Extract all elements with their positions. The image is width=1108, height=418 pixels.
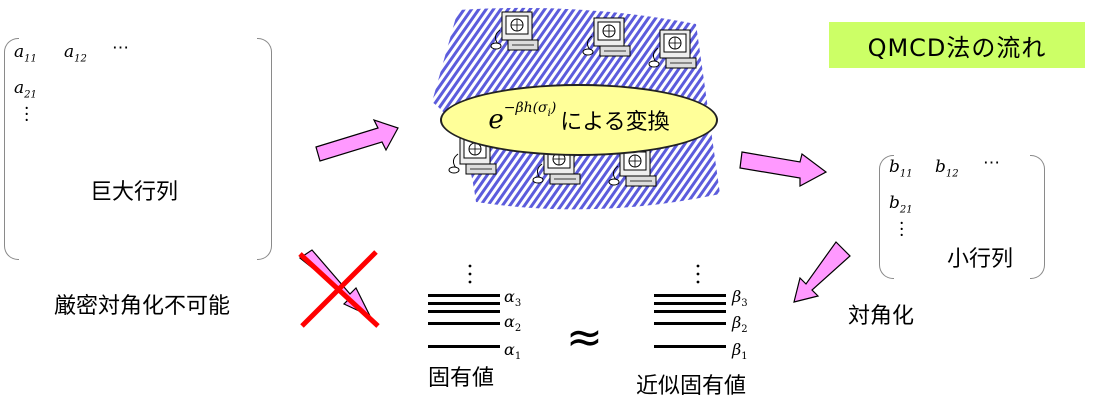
eigen-label: α1 (504, 340, 522, 363)
eigen-level (428, 345, 500, 348)
matrix-entry: b11 (889, 157, 913, 180)
arrow-icon (793, 241, 851, 303)
horizontal-ellipsis: ⋯ (983, 153, 1000, 173)
transform-ellipse (440, 84, 718, 156)
title-badge: QMCD法の流れ (829, 22, 1085, 68)
approx-symbol: ≈ (566, 312, 603, 363)
vertical-ellipsis: ··· (899, 214, 905, 246)
eigen-level (428, 302, 500, 305)
eigen-level (654, 310, 726, 313)
large-matrix: a11 a12 ⋯ a21 ··· 巨大行列 (4, 38, 272, 260)
matrix-entry: a12 (64, 42, 87, 65)
eigen-level (428, 322, 500, 325)
boltzmann-factor: e−βh(σi) (488, 100, 557, 135)
small-matrix: b11 b12 ⋯ b21 ··· 小行列 (879, 153, 1045, 279)
eigen-label: β2 (732, 313, 748, 336)
diagonalize-label: 対角化 (848, 304, 915, 329)
vertical-ellipsis: ··· (24, 99, 30, 131)
cross-icon (298, 250, 380, 328)
eigenvalues-label: 固有値 (428, 366, 495, 391)
eigen-level (654, 294, 726, 297)
arrow-icon (739, 151, 828, 188)
matrix-entry: a21 (14, 78, 37, 101)
matrix-entry: b12 (935, 157, 959, 180)
small-matrix-caption: 小行列 (947, 247, 1014, 272)
diagram-title: QMCD法の流れ (867, 33, 1047, 62)
matrix-entry: b21 (889, 193, 913, 216)
horizontal-ellipsis: ⋯ (112, 38, 129, 58)
vertical-ellipsis (468, 264, 472, 284)
eigen-level (654, 302, 726, 305)
matrix-entry: a11 (14, 42, 37, 65)
large-matrix-caption: 巨大行列 (90, 180, 179, 205)
eigen-label: α3 (504, 287, 522, 310)
eigen-label: β3 (732, 287, 748, 310)
transform-label: e−βh(σi) による変換 (440, 84, 718, 156)
transform-text: による変換 (560, 110, 670, 135)
vertical-ellipsis (696, 264, 700, 284)
eigen-level (654, 322, 726, 325)
approx-eigenvalues-label: 近似固有値 (636, 374, 747, 399)
arrow-icon (315, 118, 399, 162)
eigen-level (654, 345, 726, 348)
eigen-level (428, 310, 500, 313)
exact-diag-impossible-label: 厳密対角化不可能 (54, 294, 231, 319)
eigen-label: α2 (504, 312, 522, 335)
eigen-level (428, 294, 500, 297)
eigen-label: β1 (732, 340, 748, 363)
